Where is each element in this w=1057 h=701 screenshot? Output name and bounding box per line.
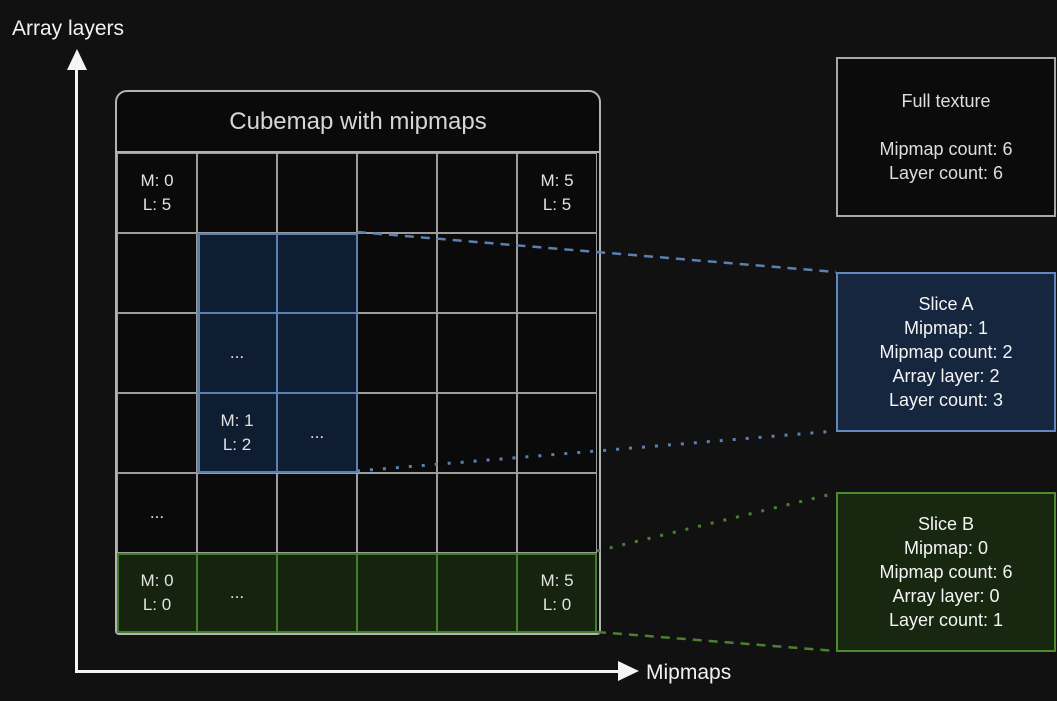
y-axis-arrowhead-icon [67,49,87,70]
grid-cell [117,313,197,393]
box-line: Slice B [917,514,975,534]
y-axis-label: Array layers [12,17,125,40]
grid-cell [517,393,597,473]
grid-cell: ... [197,313,277,393]
grid-cell: M: 0 L: 0 [117,553,197,633]
grid-cell [117,233,197,313]
x-axis-line [76,670,622,673]
box-line: Mipmap count: 2 [879,342,1013,362]
grid-cell [117,393,197,473]
grid-cell [357,553,437,633]
grid-cell [357,153,437,233]
slice-b-box: Slice B Mipmap: 0 Mipmap count: 6 Array lay… [836,492,1056,652]
grid-cell [437,153,517,233]
box-line: Full texture [901,91,991,111]
grid-cell [197,473,277,553]
grid-cell [277,473,357,553]
box-line: Mipmap count: 6 [879,139,1013,159]
box-line: Mipmap count: 6 [879,562,1013,582]
grid-cell: ... [197,553,277,633]
grid-cell [357,233,437,313]
box-line: Array layer: 0 [892,586,1000,606]
grid-cell [437,553,517,633]
grid-cell: M: 5 L: 0 [517,553,597,633]
box-line [943,113,948,137]
box-line: Mipmap: 0 [903,538,989,558]
grid-cell [517,233,597,313]
grid-cell [437,313,517,393]
grid-cell [197,233,277,313]
box-line: Layer count: 1 [888,610,1004,630]
box-line: Layer count: 6 [888,163,1004,183]
grid-cell [517,313,597,393]
box-line: Array layer: 2 [892,366,1000,386]
connector-slice-b-top [596,491,837,553]
grid-cell [437,233,517,313]
connector-slice-b-bottom [596,630,837,653]
grid-cell [277,233,357,313]
grid-cell [437,473,517,553]
grid-cell [517,473,597,553]
grid-cell [357,473,437,553]
full-texture-box: Full texture Mipmap count: 6 Layer count:… [836,57,1056,217]
x-axis-arrowhead-icon [618,661,639,681]
box-line: Layer count: 3 [888,390,1004,410]
box-line: Mipmap: 1 [903,318,989,338]
grid-cell: M: 0 L: 5 [117,153,197,233]
grid-cell: M: 5 L: 5 [517,153,597,233]
grid-cell [197,153,277,233]
grid-cell [357,313,437,393]
cubemap-grid: Cubemap with mipmaps M: 0 L: 5 M: 5 L: 5.… [115,90,601,635]
grid-cell [437,393,517,473]
grid-cell: ... [117,473,197,553]
slice-a-box: Slice A Mipmap: 1 Mipmap count: 2 Array lay… [836,272,1056,432]
grid-cell [277,553,357,633]
grid-title: Cubemap with mipmaps [117,92,599,153]
grid-cell: ... [277,393,357,473]
grid-cell [277,313,357,393]
y-axis-line [75,66,78,673]
grid-cell: M: 1 L: 2 [197,393,277,473]
x-axis-label: Mipmaps [646,661,732,684]
grid-cell [277,153,357,233]
box-line: Slice A [918,294,974,314]
grid-cell [357,393,437,473]
